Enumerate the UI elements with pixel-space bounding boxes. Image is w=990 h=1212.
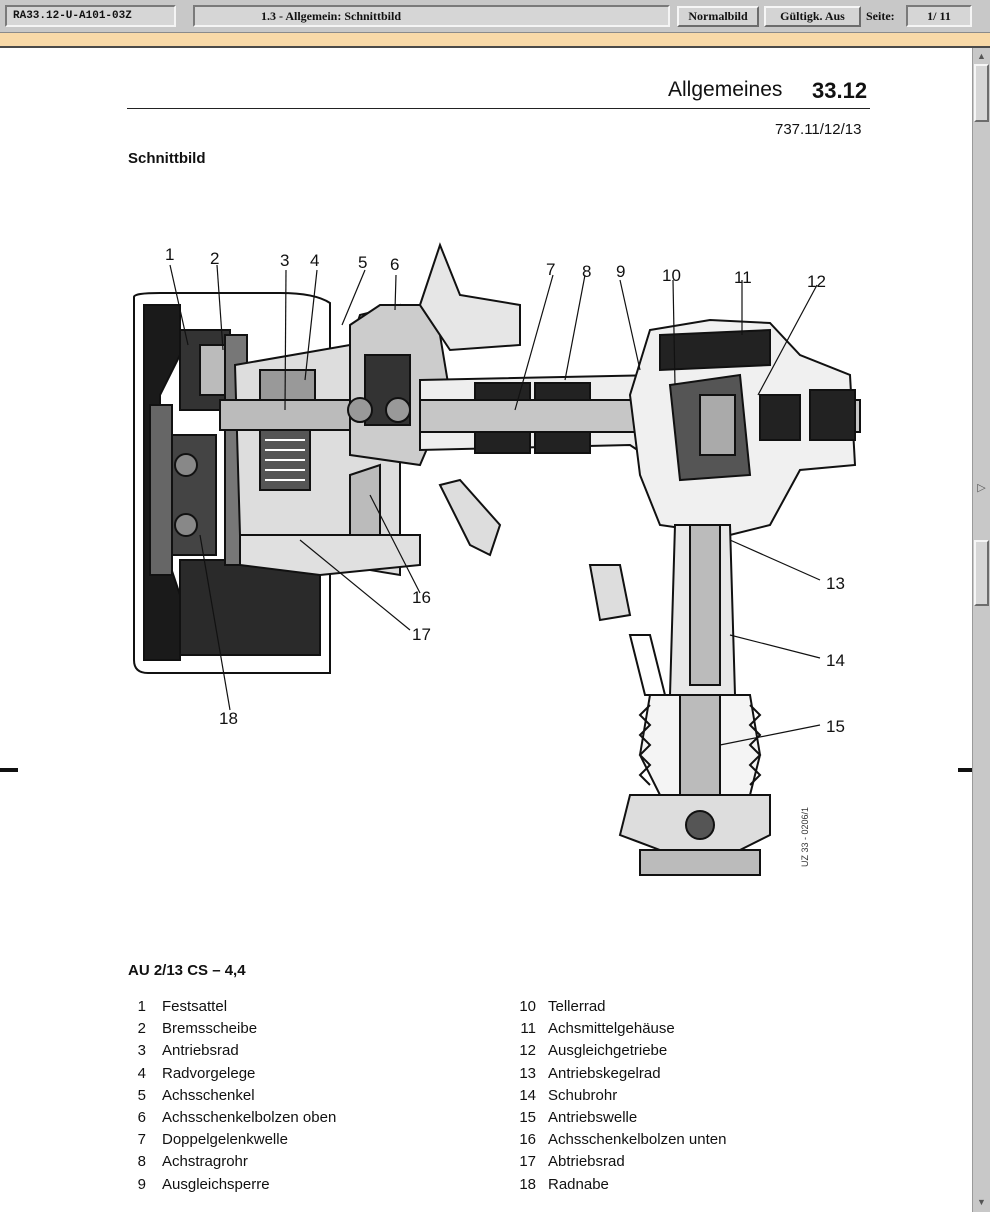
drive-gear <box>259 419 311 491</box>
callout-18: 18 <box>219 709 238 728</box>
callout-17: 17 <box>412 625 431 644</box>
vertical-scrollbar[interactable]: ▲ ▷ ▼ <box>972 48 990 1212</box>
axle-cross-section-diagram: 1 2 3 4 5 6 7 8 9 10 11 12 13 14 15 16 1… <box>133 242 861 876</box>
page-indicator: 1/ 11 <box>906 5 972 27</box>
callout-15: 15 <box>826 717 845 736</box>
margin-mark-left <box>0 768 18 772</box>
callout-8: 8 <box>582 262 591 281</box>
drive-shaft <box>679 694 721 806</box>
callout-12: 12 <box>807 272 826 291</box>
callout-4: 4 <box>310 251 319 270</box>
lower-bracket <box>438 478 502 557</box>
toolbar-separator <box>0 33 990 48</box>
section-title: Schnittbild <box>128 150 206 167</box>
callout-2: 2 <box>210 249 219 268</box>
callout-6: 6 <box>390 255 399 274</box>
drive-pinion <box>689 524 721 686</box>
callout-7: 7 <box>546 260 555 279</box>
margin-mark-right <box>958 768 972 772</box>
scroll-thumb[interactable] <box>974 64 989 122</box>
callout-1: 1 <box>165 245 174 264</box>
page-label: Seite: <box>866 9 895 23</box>
header-rule <box>127 108 870 109</box>
upper-mount-bracket <box>418 242 521 352</box>
scroll-up-icon[interactable]: ▲ <box>977 51 986 61</box>
toolbar: RA33.12-U-A101-03Z 1.3 - Allgemein: Schn… <box>0 0 990 33</box>
callout-3: 3 <box>280 251 289 270</box>
page-header-title: Allgemeines <box>668 78 783 101</box>
callout-10: 10 <box>662 266 681 285</box>
scroll-down-icon[interactable]: ▼ <box>977 1197 986 1207</box>
normalbild-button[interactable]: Normalbild <box>677 6 759 27</box>
axle-model-title: AU 2/13 CS – 4,4 <box>128 962 246 979</box>
differential <box>699 394 736 456</box>
callout-14: 14 <box>826 651 845 670</box>
section-title-field: 1.3 - Allgemein: Schnittbild <box>193 5 670 27</box>
scroll-marker-icon: ▷ <box>977 482 986 494</box>
gueltigkeit-button[interactable]: Gültigk. Aus <box>764 6 861 27</box>
document-id-field: RA33.12-U-A101-03Z <box>5 5 176 27</box>
callout-5: 5 <box>358 253 367 272</box>
callout-16: 16 <box>412 588 431 607</box>
page-scroll-thumb[interactable] <box>974 540 989 606</box>
callout-11: 11 <box>734 268 752 287</box>
callout-13: 13 <box>826 574 845 593</box>
figure-code: UZ 33 - 0206/1 <box>800 807 810 867</box>
page-header-number: 33.12 <box>812 78 868 103</box>
model-code: 737.11/12/13 <box>775 121 862 138</box>
callout-9: 9 <box>616 262 625 281</box>
